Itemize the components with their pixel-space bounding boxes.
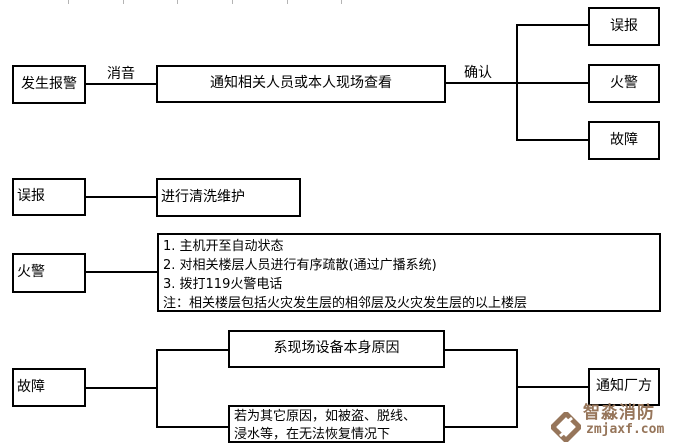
false-alarm-source-label: 误报 xyxy=(17,188,45,205)
connector-fire-steps xyxy=(86,271,157,273)
fire-source-box: 火警 xyxy=(12,253,86,293)
connector-merge-vendor xyxy=(516,386,588,388)
ruler-tick xyxy=(123,0,124,4)
cleaning-action-box: 进行清洗维护 xyxy=(156,178,301,217)
notify-box: 通知相关人员或本人现场查看 xyxy=(156,65,446,103)
ruler-tick xyxy=(177,0,178,4)
connector-false-alarm-action xyxy=(86,196,156,198)
ruler-tick xyxy=(232,0,233,4)
start-box: 发生报警 xyxy=(12,65,86,104)
notify-box-label: 通知相关人员或本人现场查看 xyxy=(210,75,392,92)
other-cause-line-1: 若为其它原因，如被盗、脱线、 xyxy=(234,409,417,424)
connector-fault-branch xyxy=(86,387,158,389)
connector-alarm-notify xyxy=(86,83,156,85)
connector-fault-device xyxy=(156,349,228,351)
cleaning-action-label: 进行清洗维护 xyxy=(161,188,245,205)
mute-edge-label: 消音 xyxy=(106,63,136,83)
fault-source-box: 故障 xyxy=(12,368,86,407)
other-cause-box: 若为其它原因，如被盗、脱线、 浸水等，在无法恢复情况下 xyxy=(228,405,445,443)
ruler-tick xyxy=(287,0,288,4)
fire-step-2: 2. 对相关楼层人员进行有序疏散(通过广播系统) xyxy=(163,258,437,273)
fire-step-note: 注：相关楼层包括火灾发生层的相邻层及火灾发生层的以上楼层 xyxy=(163,296,528,311)
fire-step-3: 3. 拨打119火警电话 xyxy=(163,277,283,292)
connector-branch-fire xyxy=(516,82,588,84)
fire-steps-box: 1. 主机开至自动状态 2. 对相关楼层人员进行有序疏散(通过广播系统) 3. … xyxy=(157,233,661,312)
brand-name: 智淼消防 xyxy=(583,403,655,423)
ruler-tick xyxy=(341,0,342,4)
other-cause-line-2: 浸水等，在无法恢复情况下 xyxy=(234,427,391,442)
connector-notify-branch xyxy=(446,82,516,84)
notify-vendor-box: 通知厂方 xyxy=(588,368,660,406)
outcome-fault-label: 故障 xyxy=(610,131,638,148)
brand-logo-icon xyxy=(551,412,581,442)
start-box-label: 发生报警 xyxy=(21,75,77,92)
fault-source-label: 故障 xyxy=(17,378,45,395)
merge-vertical-line xyxy=(516,349,518,428)
fire-step-1: 1. 主机开至自动状态 xyxy=(163,239,284,254)
confirm-edge-label: 确认 xyxy=(463,62,493,82)
fault-branch-vertical-line xyxy=(156,349,158,428)
outcome-fire-box: 火警 xyxy=(588,64,660,103)
connector-branch-fault xyxy=(516,139,588,141)
connector-other-merge xyxy=(445,426,516,428)
connector-branch-false-alarm xyxy=(516,24,588,26)
outcome-fault-box: 故障 xyxy=(588,121,660,160)
outcome-false-alarm-label: 误报 xyxy=(610,17,638,34)
brand-text: 智淼消防 zmjaxf.com xyxy=(583,403,665,437)
device-cause-label: 系现场设备本身原因 xyxy=(273,340,400,357)
fire-source-label: 火警 xyxy=(17,264,45,281)
ruler-tick xyxy=(68,0,69,4)
brand-domain: zmjaxf.com xyxy=(586,422,665,437)
connector-device-merge xyxy=(445,349,516,351)
outcome-false-alarm-box: 误报 xyxy=(588,7,660,46)
device-cause-box: 系现场设备本身原因 xyxy=(228,330,445,368)
outcome-fire-label: 火警 xyxy=(610,74,638,91)
false-alarm-source-box: 误报 xyxy=(12,178,86,216)
brand-block: 智淼消防 zmjaxf.com xyxy=(551,405,664,442)
connector-fault-other xyxy=(156,426,228,428)
notify-vendor-label: 通知厂方 xyxy=(596,378,652,395)
